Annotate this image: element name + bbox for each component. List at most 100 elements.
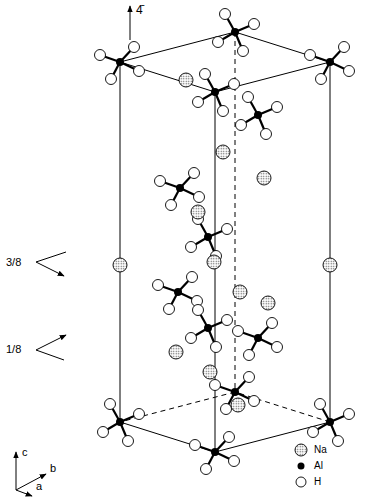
legend-text: Na	[314, 444, 327, 456]
hydrogen-atom	[249, 396, 260, 407]
hydrogen-atom	[105, 399, 116, 410]
hydrogen-atom	[316, 74, 327, 85]
hydrogen-atom	[229, 456, 240, 467]
sodium-atom	[233, 285, 247, 299]
cell-edge	[235, 392, 330, 422]
aluminium-atom	[174, 288, 182, 296]
hydrogen-atom	[155, 176, 166, 187]
hydrogen-atom	[187, 272, 198, 283]
aluminium-atom	[176, 184, 184, 192]
cell-edge	[215, 62, 330, 92]
aluminium-atom	[231, 388, 239, 396]
hydrogen-atom	[193, 97, 204, 108]
hydrogen-atom	[244, 372, 255, 383]
hydrogen-atom	[244, 350, 255, 361]
axis-arrow	[16, 452, 17, 490]
legend-item: Na	[294, 443, 327, 457]
symmetry-label: 4̄	[136, 4, 143, 16]
level-arrow	[36, 335, 66, 360]
level-label: 1/8	[6, 343, 21, 355]
hydrogen-atom	[186, 242, 197, 253]
aluminium-atom	[116, 58, 124, 66]
hydrogen-atom	[201, 464, 212, 475]
hydrogen-atom	[272, 102, 283, 113]
sodium-atom	[323, 258, 337, 272]
aluminium-atom	[204, 233, 212, 241]
cell-edge	[120, 62, 121, 422]
legend-text: H	[314, 476, 321, 488]
cell-edge	[120, 422, 215, 452]
cell-edge	[120, 62, 215, 92]
hydrogen-atom	[339, 42, 350, 53]
legend-item: H	[294, 475, 321, 489]
sodium-atom	[191, 205, 205, 219]
sodium-atom	[216, 145, 230, 159]
hydrogen-atom	[189, 168, 200, 179]
cell-edge	[330, 62, 331, 422]
legend-item: Al	[294, 459, 323, 473]
hydrogen-atom	[308, 427, 319, 438]
aluminium-atom	[116, 418, 124, 426]
hydrogen-atom	[134, 66, 145, 77]
hydrogen-atom	[261, 129, 272, 140]
legend-symbol	[298, 463, 305, 470]
hydrogen-atom	[213, 37, 224, 48]
hydrogen-atom	[153, 280, 164, 291]
sodium-atom	[179, 73, 193, 87]
hydrogen-atom	[333, 436, 344, 447]
hydrogen-atom	[164, 304, 175, 315]
legend-symbol	[296, 477, 306, 487]
sodium-atom	[113, 258, 127, 272]
axis-arrow	[16, 490, 32, 496]
hydrogen-atom	[233, 326, 244, 337]
legend-symbol	[294, 459, 308, 473]
aluminium-atom	[204, 324, 212, 332]
hydrogen-atom	[186, 333, 197, 344]
hydrogen-atom	[123, 436, 134, 447]
hydrogen-atom	[344, 409, 355, 420]
hydrogen-atom	[194, 192, 205, 203]
hydrogen-atom	[224, 432, 235, 443]
hydrogen-atom	[222, 315, 233, 326]
aluminium-atom	[326, 58, 334, 66]
hydrogen-atom	[236, 120, 247, 131]
hydrogen-atom	[222, 224, 233, 235]
sodium-atom	[231, 398, 245, 412]
aluminium-atom	[326, 418, 334, 426]
aluminium-atom	[254, 334, 262, 342]
cell-edge	[215, 422, 330, 452]
hydrogen-atom	[106, 74, 117, 85]
hydrogen-atom	[218, 106, 229, 117]
aluminium-atom	[231, 28, 239, 36]
hydrogen-atom	[221, 404, 232, 415]
hydrogen-atom	[166, 200, 177, 211]
cell-edge	[120, 392, 235, 422]
hydrogen-atom	[98, 427, 109, 438]
hydrogen-atom	[134, 409, 145, 420]
hydrogen-atom	[305, 50, 316, 61]
cell-edge	[235, 32, 330, 62]
hydrogen-atom	[220, 9, 231, 20]
legend-symbol	[294, 443, 308, 457]
level-arrow	[36, 252, 66, 276]
axis-label: c	[22, 446, 28, 458]
hydrogen-atom	[129, 42, 140, 53]
axis-arrow	[130, 6, 131, 40]
hydrogen-atom	[272, 342, 283, 353]
hydrogen-atom	[95, 50, 106, 61]
sodium-atom	[257, 171, 271, 185]
cell-edge	[120, 32, 235, 62]
sodium-atom	[169, 345, 183, 359]
level-label: 3/8	[6, 256, 21, 268]
legend-text: Al	[314, 460, 323, 472]
sodium-atom	[207, 255, 221, 269]
cell-edge	[215, 92, 216, 452]
hydrogen-atom	[200, 69, 211, 80]
legend-symbol	[294, 475, 308, 489]
axis-label: b	[50, 462, 56, 474]
hydrogen-atom	[238, 46, 249, 57]
axis-label: a	[36, 480, 42, 492]
aluminium-atom	[254, 111, 262, 119]
aluminium-atom	[211, 88, 219, 96]
